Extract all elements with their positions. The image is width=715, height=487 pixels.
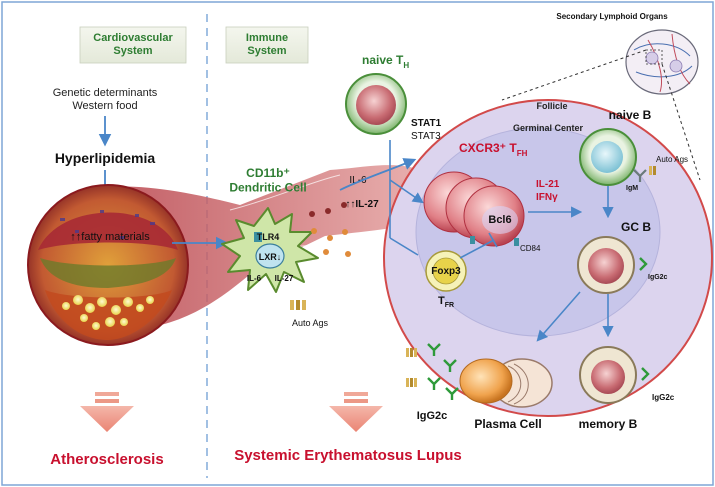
lxr-label: LXR↓ bbox=[259, 252, 282, 262]
lymph-node-inset bbox=[625, 29, 699, 95]
ifng-label: IFNγ bbox=[536, 192, 558, 203]
inhibit-tfr-to-tfh bbox=[459, 239, 495, 259]
naive-b-auto-ags-label: Auto Ags bbox=[656, 155, 688, 164]
foxp3-label: Foxp3 bbox=[431, 266, 461, 277]
tlr4-label: TLR4 bbox=[257, 232, 280, 242]
inset-zoom-line-1 bbox=[501, 49, 647, 101]
sle-arrow bbox=[329, 392, 383, 432]
tfr-label: TFR bbox=[438, 295, 454, 309]
il21-label: IL-21 bbox=[536, 179, 560, 190]
plasma-cell bbox=[459, 358, 553, 408]
memory-b-label: memory B bbox=[579, 417, 638, 431]
igm-label: IgM bbox=[626, 185, 638, 192]
gc-b-igg2c-label: IgG2c bbox=[648, 274, 668, 281]
cardio-header-box bbox=[79, 26, 187, 64]
inset-zoom-line-2 bbox=[661, 63, 701, 181]
tfr-cell bbox=[425, 250, 467, 292]
dc-il6-label: IL-6 bbox=[247, 274, 262, 283]
arrow-dc-to-naive-th bbox=[339, 158, 417, 191]
naive-th-label: naive TH bbox=[362, 53, 409, 70]
gc-b-label: GC B bbox=[621, 220, 651, 234]
follicle-label: Follicle bbox=[536, 101, 567, 111]
cd84-label: CD84 bbox=[520, 244, 541, 253]
gc-b-cell bbox=[577, 236, 635, 294]
sle-label: Systemic Erythematosus Lupus bbox=[234, 447, 462, 464]
stat1-label: STAT1 bbox=[411, 118, 442, 129]
cytokine-dots bbox=[309, 202, 351, 257]
memory-b-igg2c-label: IgG2c bbox=[652, 393, 675, 402]
germinal-center-label: Germinal Center bbox=[513, 123, 584, 133]
dc-auto-antigen-icon bbox=[290, 300, 306, 310]
fatty-materials-label: ↑↑fatty materials bbox=[70, 231, 150, 243]
gc-b-igg2c-icon bbox=[639, 257, 648, 271]
dendritic-cell bbox=[221, 207, 319, 293]
hyperlipidemia-label: Hyperlipidemia bbox=[55, 150, 156, 166]
atherosclerosis-arrow bbox=[80, 392, 134, 432]
naive-b-label: naive B bbox=[609, 108, 652, 122]
artery-cross-section bbox=[27, 184, 189, 346]
dc-il27-label: IL-27 bbox=[275, 274, 294, 283]
arrow-gcb-to-plasma bbox=[536, 291, 581, 342]
bcl6-label: Bcl6 bbox=[488, 214, 511, 226]
memory-b-cell bbox=[579, 346, 637, 404]
plasma-cell-label: Plasma Cell bbox=[474, 417, 541, 431]
naive-th-cell bbox=[345, 73, 407, 135]
inhibit-bar bbox=[488, 232, 498, 248]
il27-label: ↑↑IL-27 bbox=[345, 199, 379, 210]
tfh-label: CXCR3⁺ TFH bbox=[459, 141, 528, 158]
plasma-igg2c-label: IgG2c bbox=[417, 410, 448, 422]
atherosclerosis-label: Atherosclerosis bbox=[50, 451, 163, 468]
immune-header-box bbox=[225, 26, 309, 64]
dendritic-cell-title: CD11b⁺Dendritic Cell bbox=[229, 166, 306, 194]
inset-title: Secondary Lymphoid Organs bbox=[556, 12, 668, 21]
vessel-highlight bbox=[229, 174, 341, 211]
lipid-droplets bbox=[62, 295, 154, 330]
arrow-naive-th-to-tfh bbox=[389, 179, 424, 204]
inhibit-to-tfr bbox=[389, 237, 419, 256]
naive-b-receptor-icon bbox=[633, 166, 656, 182]
naive-b-cell bbox=[579, 128, 637, 186]
stat3-label: STAT3 bbox=[411, 131, 441, 142]
tfh-cell bbox=[423, 171, 525, 247]
il6-label: IL-6 bbox=[349, 175, 367, 186]
dc-auto-ags-label: Auto Ags bbox=[292, 318, 329, 328]
plasma-antibody-icons bbox=[427, 343, 459, 400]
plasma-antigen-icons bbox=[406, 348, 417, 387]
memory-b-igg2c-icon bbox=[641, 367, 650, 381]
